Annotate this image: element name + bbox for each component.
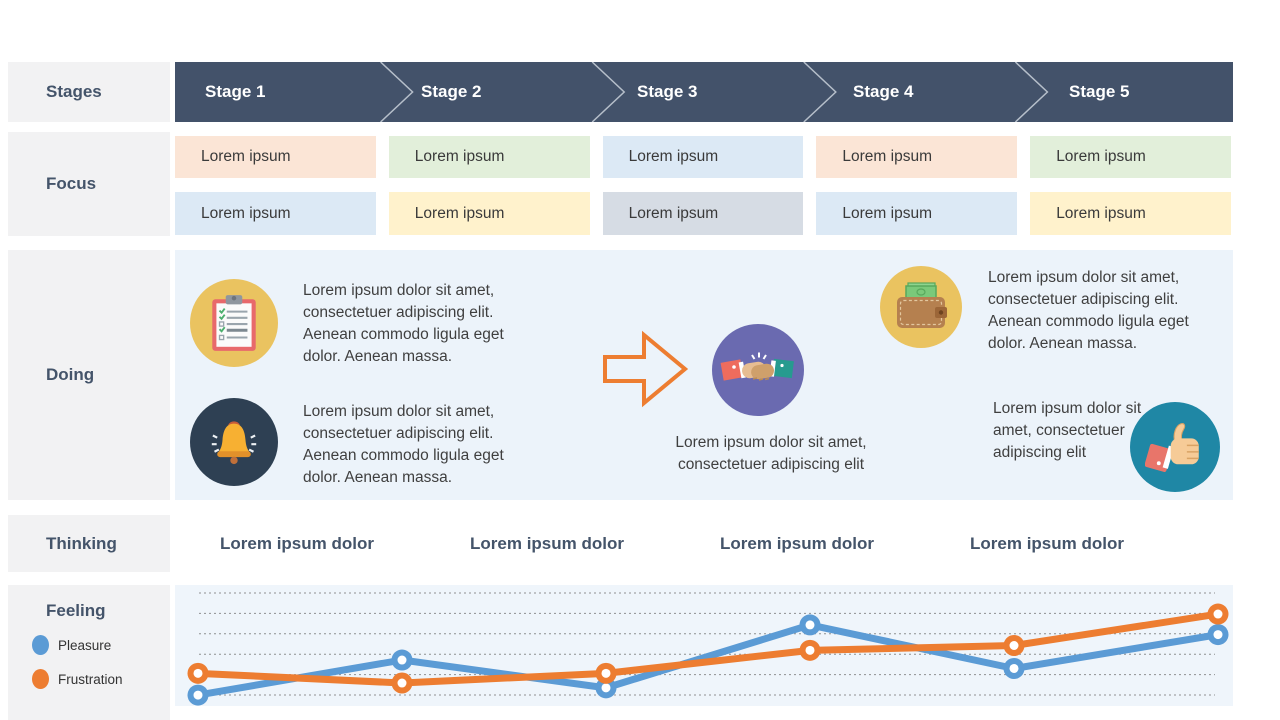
focus-box-s4-1: Lorem ipsum	[816, 136, 1018, 178]
feeling-row-label-text: Feeling	[46, 601, 106, 620]
thinking-item-1: Lorem ipsum dolor	[220, 533, 374, 553]
stage-header-5-text: Stage 5	[1069, 82, 1130, 101]
doing-row-label-text: Doing	[46, 365, 95, 384]
bell-icon-art	[211, 421, 257, 465]
feeling-chart	[175, 585, 1233, 706]
focus-cell: Lorem ipsum	[388, 192, 603, 235]
focus-box-s2-2: Lorem ipsum	[388, 192, 590, 235]
focus-cell: Lorem ipsum	[175, 136, 389, 178]
stage-header-2: Stage 2	[369, 62, 585, 122]
doing-text-5: Lorem ipsum dolor sit amet, consectetuer…	[993, 400, 1142, 461]
clipboard-icon	[190, 279, 278, 367]
doing-text-2: Lorem ipsum dolor sit amet, consectetuer…	[303, 403, 504, 486]
doing-text-4: Lorem ipsum dolor sit amet, consectetuer…	[988, 269, 1189, 352]
focus-box-s1-1: Lorem ipsum	[175, 136, 376, 178]
focus-cell: Lorem ipsum	[1030, 136, 1233, 178]
focus-box-s5-1: Lorem ipsum	[1030, 136, 1231, 178]
doing-text-3: Lorem ipsum dolor sit amet, consectetuer…	[675, 434, 867, 473]
focus-box-s3-2: Lorem ipsum	[602, 192, 804, 235]
stages-header-bar: Stage 1 Stage 2 Stage 3 Stage 4 Stage 5	[175, 62, 1233, 122]
focus-cell: Lorem ipsum	[388, 136, 603, 178]
wallet-icon	[880, 266, 962, 348]
stage-header-1-text: Stage 1	[205, 82, 266, 101]
legend-item-pleasure: Pleasure	[32, 635, 170, 655]
thumbs-up-icon	[1130, 402, 1220, 492]
clipboard-icon-art	[212, 295, 256, 351]
feeling-row-label: Feeling Pleasure Frustration	[8, 585, 170, 720]
legend-item-frustration: Frustration	[32, 669, 170, 689]
doing-section: Lorem ipsum dolor sit amet, consectetuer…	[175, 250, 1233, 500]
focus-row-1: Lorem ipsum Lorem ipsum Lorem ipsum Lore…	[175, 136, 1233, 178]
stages-row-label-text: Stages	[46, 82, 102, 101]
stage-header-2-text: Stage 2	[421, 82, 482, 101]
thinking-row-label: Thinking	[8, 515, 170, 572]
thinking-row: Lorem ipsum dolor Lorem ipsum dolor Lore…	[172, 515, 1230, 572]
stage-header-4: Stage 4	[801, 62, 1017, 122]
doing-row-label: Doing	[8, 250, 170, 500]
focus-cell: Lorem ipsum	[602, 192, 817, 235]
focus-cell: Lorem ipsum	[816, 192, 1030, 235]
handshake-icon-art	[720, 352, 794, 381]
pleasure-legend-dot	[32, 635, 49, 655]
thinking-item-4: Lorem ipsum dolor	[970, 533, 1124, 553]
handshake-icon	[712, 324, 804, 416]
doing-text-1: Lorem ipsum dolor sit amet, consectetuer…	[303, 282, 504, 365]
stage-header-5: Stage 5	[1017, 62, 1233, 122]
focus-cell: Lorem ipsum	[1030, 192, 1233, 235]
feeling-chart-canvas	[187, 592, 1229, 706]
stage-header-4-text: Stage 4	[853, 82, 914, 101]
stage-header-3-text: Stage 3	[637, 82, 698, 101]
thinking-row-label-text: Thinking	[46, 533, 117, 553]
bell-icon	[190, 398, 278, 486]
thinking-item-3: Lorem ipsum dolor	[720, 533, 874, 553]
thumbs-up-icon-art	[1145, 423, 1199, 472]
stage-header-1: Stage 1	[175, 62, 369, 122]
focus-cell: Lorem ipsum	[175, 192, 389, 235]
focus-cell: Lorem ipsum	[602, 136, 817, 178]
wallet-icon-art	[897, 282, 947, 328]
frustration-legend-dot	[32, 669, 49, 689]
focus-cell: Lorem ipsum	[816, 136, 1030, 178]
frustration-legend-label: Frustration	[58, 671, 123, 687]
focus-box-s5-2: Lorem ipsum	[1030, 192, 1231, 235]
stage-header-3: Stage 3	[585, 62, 801, 122]
focus-box-s1-2: Lorem ipsum	[175, 192, 376, 235]
stages-row-label: Stages	[8, 62, 170, 122]
focus-row-label-text: Focus	[46, 174, 97, 193]
focus-row-2: Lorem ipsum Lorem ipsum Lorem ipsum Lore…	[175, 192, 1233, 235]
focus-row-label: Focus	[8, 132, 170, 236]
focus-box-s3-1: Lorem ipsum	[602, 136, 804, 178]
focus-box-s2-1: Lorem ipsum	[388, 136, 590, 178]
pleasure-legend-label: Pleasure	[58, 637, 112, 653]
focus-box-s4-2: Lorem ipsum	[816, 192, 1018, 235]
thinking-item-2: Lorem ipsum dolor	[470, 533, 624, 553]
arrow-right-icon	[603, 330, 689, 408]
